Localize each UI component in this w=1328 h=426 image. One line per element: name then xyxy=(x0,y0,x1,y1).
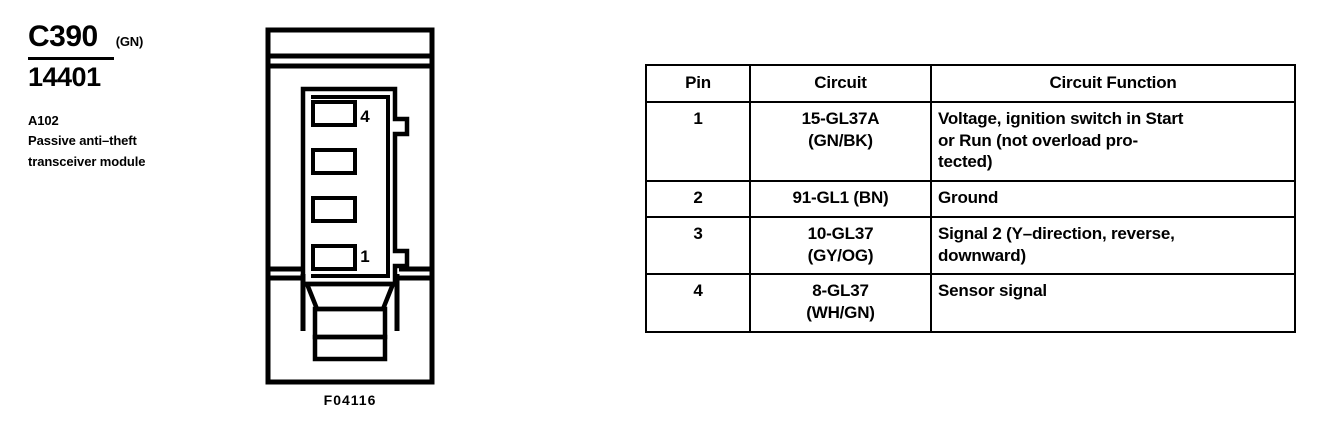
circuit-code-line: 15-GL37A xyxy=(801,108,880,128)
table-header-row: Pin Circuit Circuit Function xyxy=(645,64,1296,103)
cell-pin-number: 3 xyxy=(645,215,751,276)
terminal-cavity-2 xyxy=(311,196,357,223)
connector-part-number: 14401 xyxy=(28,62,101,92)
circuit-code-line: (GY/OG) xyxy=(807,245,874,265)
header-divider-rule xyxy=(28,57,114,60)
circuit-function-line: Voltage, ignition switch in Start xyxy=(938,108,1184,128)
terminal-cavity-1 xyxy=(311,244,357,271)
connector-outer-housing xyxy=(265,27,435,385)
column-header-circuit: Circuit xyxy=(749,64,932,103)
cell-circuit-code: 8-GL37 (WH/GN) xyxy=(749,273,932,333)
component-reference: A102 xyxy=(28,113,59,129)
table-header: Pin Circuit Circuit Function xyxy=(645,64,1296,103)
cell-circuit-function: Ground xyxy=(930,180,1296,218)
terminal-cavity-4 xyxy=(311,100,357,127)
table-row: 2 91-GL1 (BN) Ground xyxy=(645,180,1296,218)
circuit-function-line: Sensor signal xyxy=(938,281,1047,301)
cell-pin-number: 2 xyxy=(645,180,751,218)
pin-label-1: 1 xyxy=(360,247,369,266)
cell-circuit-code: 91-GL1 (BN) xyxy=(749,180,932,218)
cell-pin-number: 1 xyxy=(645,100,751,183)
circuit-function-line: or Run (not overload pro- xyxy=(938,130,1138,150)
cell-circuit-code: 10-GL37(GY/OG) xyxy=(749,215,932,276)
circuit-code-line: (GN/BK) xyxy=(808,130,873,150)
component-description: A102 Passive anti–theft transceiver modu… xyxy=(28,111,238,171)
component-name-line2: transceiver module xyxy=(28,153,146,169)
connector-base-band1 xyxy=(312,306,388,340)
figure-caption: F04116 xyxy=(323,392,377,408)
cell-circuit-function: Signal 2 (Y–direction, reverse,downward) xyxy=(930,215,1296,276)
connector-drawing-svg: 4 1 xyxy=(265,27,435,385)
circuit-code-line: 8-GL37 xyxy=(812,281,869,301)
connector-inner-body-inset xyxy=(311,95,390,278)
circuit-function-line: tected) xyxy=(938,152,993,172)
table-row: 4 8-GL37 (WH/GN) Sensor signal xyxy=(645,273,1296,333)
circuit-function-line: Signal 2 (Y–direction, reverse, xyxy=(938,223,1175,243)
column-header-function: Circuit Function xyxy=(930,64,1296,103)
connector-illustration: 4 1 F04116 xyxy=(255,26,445,426)
circuit-code-line: 91-GL1 (BN) xyxy=(792,188,889,207)
connector-base-band2 xyxy=(312,334,388,362)
connector-header-block: C390 (GN) 14401 A102 Passive anti–theft … xyxy=(28,22,238,172)
circuit-code-line: 10-GL37 xyxy=(807,223,874,243)
connector-color-code: (GN) xyxy=(115,34,144,49)
component-name-line1: Passive anti–theft xyxy=(28,133,137,149)
pin-label-4: 4 xyxy=(360,107,370,126)
connector-taper xyxy=(303,281,397,312)
circuit-function-line: downward) xyxy=(938,245,1026,265)
cell-circuit-code: 15-GL37A(GN/BK) xyxy=(749,100,932,183)
connector-id-row: C390 (GN) xyxy=(28,22,238,52)
connector-id: C390 xyxy=(28,20,98,53)
cell-pin-number: 4 xyxy=(645,273,751,333)
circuit-function-line: Ground xyxy=(938,188,999,207)
column-header-pin: Pin xyxy=(645,64,751,103)
terminal-cavity-3 xyxy=(311,148,357,175)
circuit-code-line: (WH/GN) xyxy=(806,303,875,322)
cell-circuit-function: Sensor signal xyxy=(930,273,1296,333)
